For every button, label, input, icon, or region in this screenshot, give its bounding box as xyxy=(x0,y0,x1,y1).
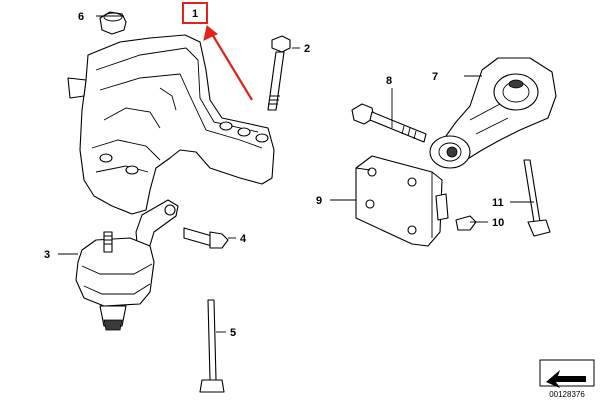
document-badge: 00128376 xyxy=(539,359,595,399)
callout-10[interactable]: 10 xyxy=(492,217,504,229)
callout-5[interactable]: 5 xyxy=(230,327,236,339)
bolt-part-2[interactable] xyxy=(267,35,291,111)
callout-9[interactable]: 9 xyxy=(316,195,322,207)
plate-part-9[interactable] xyxy=(355,155,449,247)
callout-7[interactable]: 7 xyxy=(432,71,438,83)
callout-8[interactable]: 8 xyxy=(386,75,392,87)
bolt-part-5[interactable] xyxy=(199,299,225,393)
leader-lines xyxy=(58,15,534,333)
callout-11[interactable]: 11 xyxy=(492,197,504,209)
document-number: 00128376 xyxy=(549,390,585,399)
bolt-part-8[interactable] xyxy=(351,103,427,143)
callout-3[interactable]: 3 xyxy=(44,249,50,261)
callout-labels: 1 2 3 4 5 6 7 8 9 10 11 xyxy=(44,8,504,339)
callout-1[interactable]: 1 xyxy=(192,8,198,20)
bolt-part-11[interactable] xyxy=(523,159,551,237)
bolt-part-4[interactable] xyxy=(183,227,229,249)
highlight-arrow xyxy=(203,25,253,101)
callout-4[interactable]: 4 xyxy=(240,233,247,245)
mount-part-3[interactable] xyxy=(75,199,179,331)
callout-6[interactable]: 6 xyxy=(78,11,84,23)
bracket-part-1[interactable] xyxy=(67,34,275,215)
callout-2[interactable]: 2 xyxy=(304,43,310,55)
torque-rod-part-7[interactable] xyxy=(429,57,557,169)
nut-part-6[interactable] xyxy=(99,11,127,35)
direction-arrow-icon xyxy=(546,370,586,388)
bolt-part-10[interactable] xyxy=(455,215,480,231)
highlight-box xyxy=(182,2,208,24)
